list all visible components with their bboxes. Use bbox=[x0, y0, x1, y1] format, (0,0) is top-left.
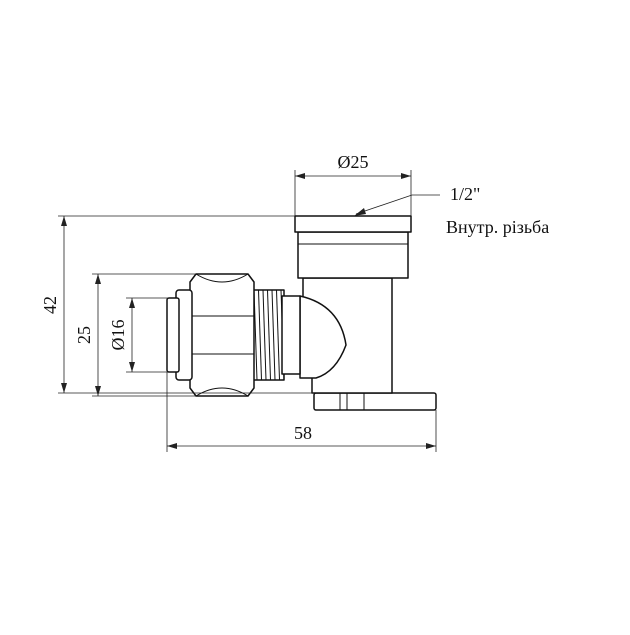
arrow bbox=[95, 274, 101, 284]
arrow bbox=[61, 383, 67, 393]
dim-overall-height: 42 bbox=[40, 215, 314, 394]
arrow bbox=[295, 173, 305, 179]
dim-label: 42 bbox=[40, 296, 60, 314]
thread-size-label: 1/2" bbox=[450, 184, 480, 204]
leader-arrow bbox=[354, 208, 366, 216]
dim-nut-height: 25 bbox=[74, 273, 196, 397]
thread-note-label: Внутр. різьба bbox=[446, 217, 549, 237]
arrow bbox=[95, 386, 101, 396]
arrow bbox=[401, 173, 411, 179]
dim-thread-note: 1/2" Внутр. різьба bbox=[354, 184, 549, 237]
thread-lines bbox=[253, 289, 285, 381]
thread-crest bbox=[262, 289, 267, 381]
dim-label: Ø16 bbox=[108, 320, 128, 351]
plate-body bbox=[313, 392, 437, 411]
dim-pipe-diameter: Ø16 bbox=[108, 297, 168, 373]
thread-crest bbox=[276, 289, 280, 381]
thread-crest bbox=[267, 289, 271, 381]
arrow bbox=[167, 443, 177, 449]
arrow bbox=[426, 443, 436, 449]
nut-chamfer-top bbox=[195, 273, 249, 283]
dim-label: 25 bbox=[74, 326, 94, 344]
nut-body bbox=[189, 273, 255, 397]
thread-crest bbox=[271, 289, 276, 381]
pipe-insert bbox=[166, 289, 193, 381]
socket-neck bbox=[297, 231, 409, 279]
mounting-plate bbox=[313, 392, 437, 411]
dim-label: Ø25 bbox=[338, 152, 369, 172]
leader-line bbox=[355, 194, 413, 215]
arrow bbox=[61, 216, 67, 226]
arrow bbox=[129, 362, 135, 372]
nut-chamfer-bottom bbox=[195, 387, 249, 397]
hex-nut bbox=[189, 273, 255, 397]
thread-collar bbox=[281, 295, 301, 375]
dim-label: 58 bbox=[294, 423, 312, 443]
dim-top-diameter: Ø25 bbox=[294, 152, 412, 216]
socket-cap bbox=[294, 215, 412, 233]
arrow bbox=[129, 298, 135, 308]
elbow-bulge bbox=[299, 295, 347, 379]
thread-section bbox=[249, 289, 301, 381]
thread-crest bbox=[258, 289, 262, 381]
dim-overall-length: 58 bbox=[166, 372, 437, 452]
insert-tip bbox=[166, 297, 180, 373]
